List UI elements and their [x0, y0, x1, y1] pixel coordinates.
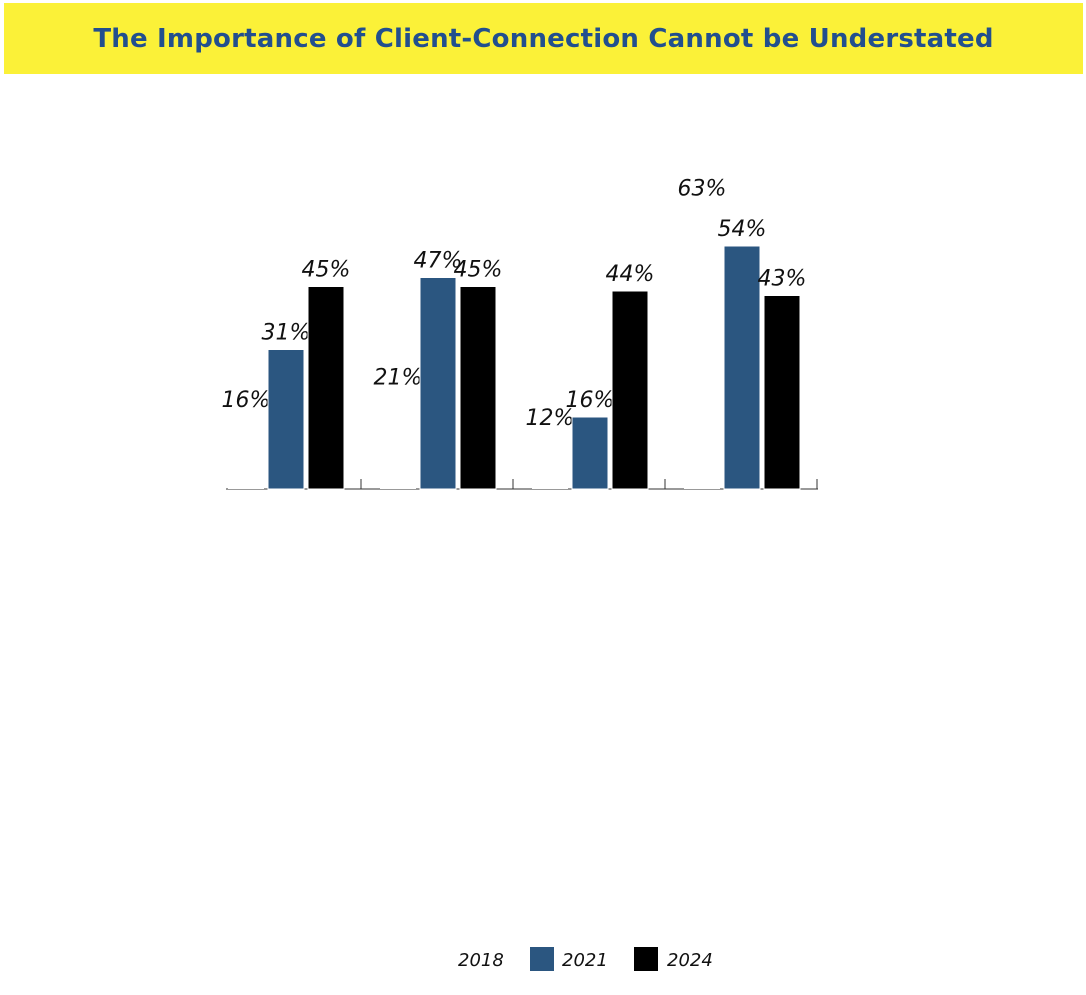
legend-swatch-2021 [530, 947, 554, 971]
bar-2024-1 [307, 286, 345, 490]
data-label-2018-2: 21% [374, 366, 423, 391]
legend-label-2021: 2021 [562, 950, 608, 971]
data-label-2024-4: 43% [758, 267, 807, 292]
bar-2021-4 [723, 245, 761, 490]
data-label-2018-1: 16% [222, 388, 271, 413]
data-label-2018-4: 63% [678, 177, 727, 202]
bar-2018-4 [684, 205, 720, 489]
data-label-2021-3: 16% [566, 388, 615, 413]
data-label-2024-1: 45% [302, 258, 351, 283]
bar-2018-3 [532, 435, 568, 489]
data-label-2021-1: 31% [262, 321, 311, 346]
bar-2021-3 [571, 416, 609, 490]
data-label-2021-4: 54% [718, 217, 767, 242]
data-label-2021-2: 47% [414, 249, 463, 274]
chart-title: The Importance of Client-Connection Cann… [93, 23, 994, 54]
title-banner: The Importance of Client-Connection Cann… [4, 3, 1083, 74]
legend-label-2018: 2018 [458, 950, 504, 971]
bar-2021-1 [267, 349, 305, 490]
legend-swatch-2024 [634, 947, 658, 971]
legend-label-2024: 2024 [667, 950, 713, 971]
bar-2024-4 [763, 295, 801, 490]
data-label-2024-3: 44% [606, 262, 655, 287]
bar-2018-2 [380, 394, 416, 489]
bar-2018-1 [228, 417, 264, 489]
data-label-2024-2: 45% [454, 258, 503, 283]
bar-2024-2 [459, 286, 497, 490]
bar-2024-3 [611, 290, 649, 490]
bar-2021-2 [419, 277, 457, 490]
data-label-2018-3: 12% [526, 406, 575, 431]
